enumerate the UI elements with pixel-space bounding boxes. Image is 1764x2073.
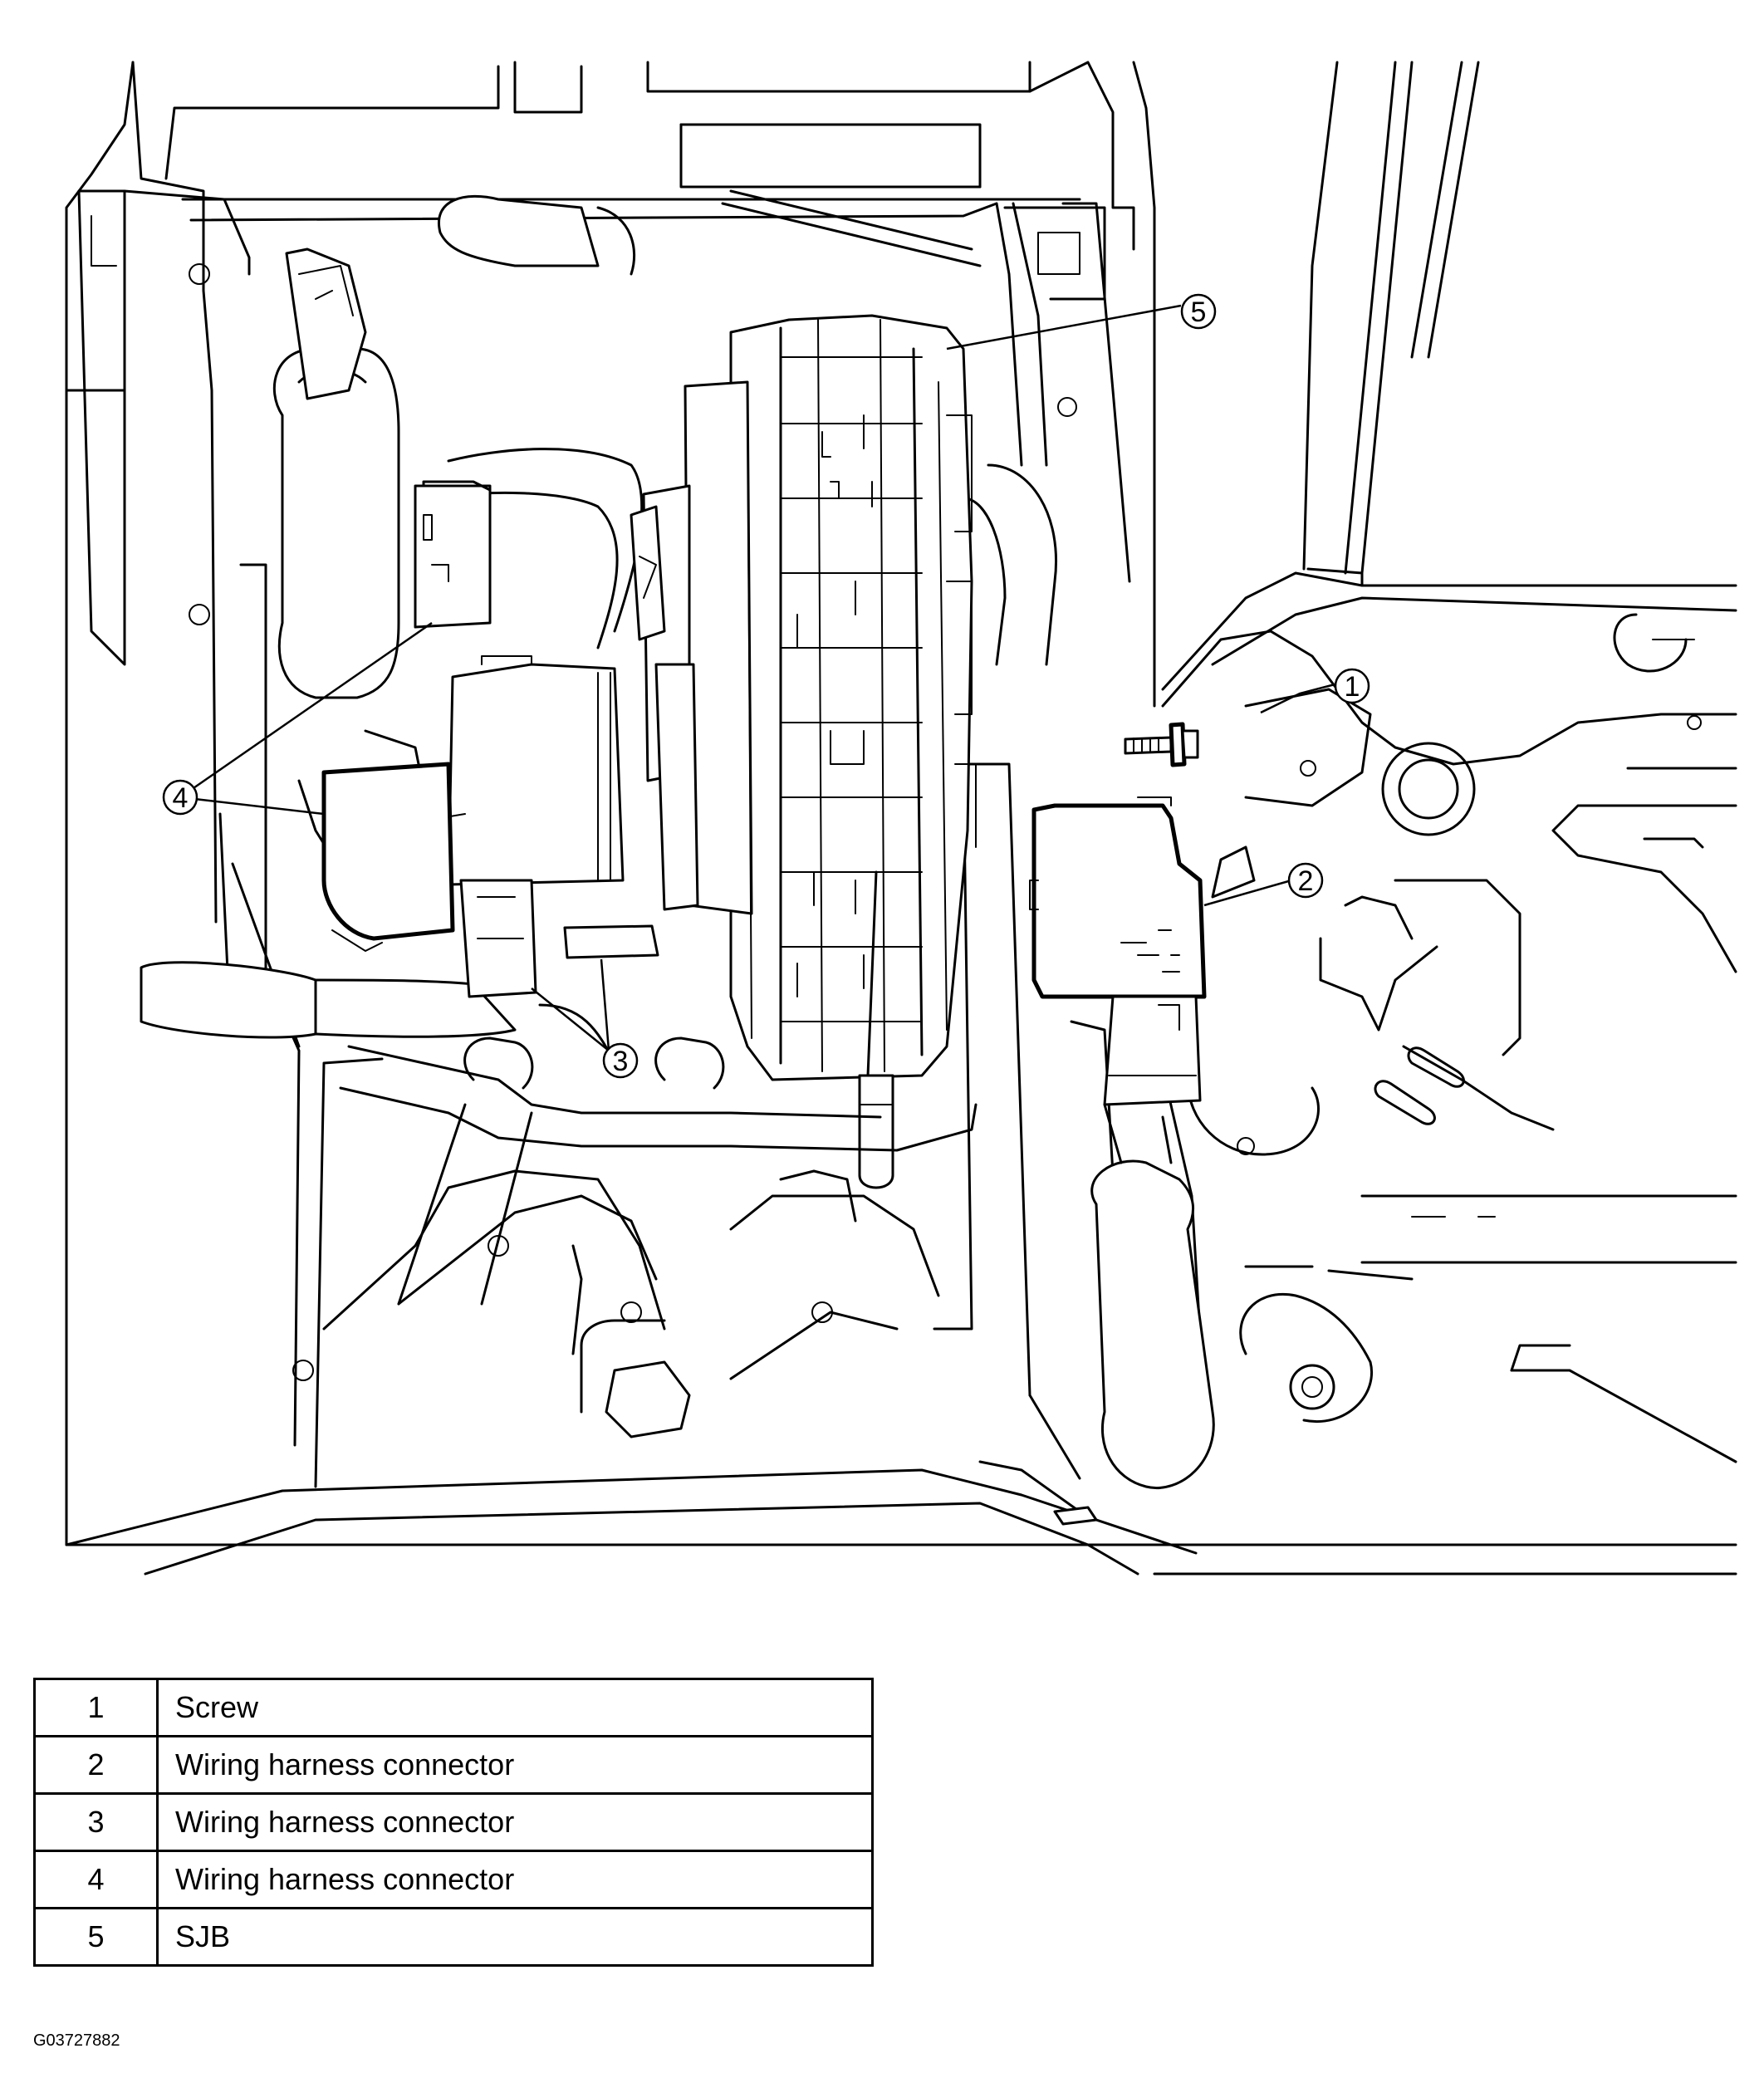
- svg-text:2: 2: [1298, 865, 1314, 897]
- svg-text:4: 4: [173, 782, 189, 814]
- legend-description: Wiring harness connector: [156, 1735, 874, 1795]
- legend-row: 2 Wiring harness connector: [33, 1735, 874, 1795]
- callout-1: 1: [1335, 669, 1369, 703]
- legend-number: 1: [33, 1678, 159, 1737]
- hoses: [141, 196, 1213, 1487]
- legend-row: 4 Wiring harness connector: [33, 1850, 874, 1909]
- right-panel: [1163, 62, 1736, 1462]
- sjb: [631, 316, 976, 1188]
- connector-module: [324, 656, 658, 997]
- leader-lines: [180, 306, 1341, 1051]
- legend-row: 3 Wiring harness connector: [33, 1792, 874, 1852]
- legend-number: 3: [33, 1792, 159, 1852]
- svg-text:1: 1: [1345, 671, 1360, 703]
- legend-number: 2: [33, 1735, 159, 1795]
- screw: [1125, 724, 1198, 765]
- connector-4: [287, 249, 490, 627]
- legend-row: 5 SJB: [33, 1907, 874, 1967]
- legend-number: 5: [33, 1907, 159, 1967]
- svg-text:5: 5: [1191, 296, 1207, 328]
- callout-2: 2: [1289, 864, 1322, 897]
- svg-text:3: 3: [613, 1046, 629, 1077]
- legend-row: 1 Screw: [33, 1678, 874, 1737]
- connector-2: [1030, 797, 1204, 1105]
- callout-3: 3: [604, 1044, 637, 1077]
- legend-description: SJB: [156, 1907, 874, 1967]
- legend-table: 1 Screw 2 Wiring harness connector 3 Wir…: [33, 1678, 874, 1967]
- legend-number: 4: [33, 1850, 159, 1909]
- floor-tunnel: [324, 1038, 1096, 1524]
- figure-id: G03727882: [33, 2031, 120, 2050]
- legend-description: Screw: [156, 1678, 874, 1737]
- callout-4: 4: [164, 781, 197, 814]
- legend-description: Wiring harness connector: [156, 1792, 874, 1852]
- callout-5: 5: [1182, 295, 1215, 328]
- sjb-location-illustration: 1 2 3 4 5: [0, 0, 1764, 1628]
- legend-description: Wiring harness connector: [156, 1850, 874, 1909]
